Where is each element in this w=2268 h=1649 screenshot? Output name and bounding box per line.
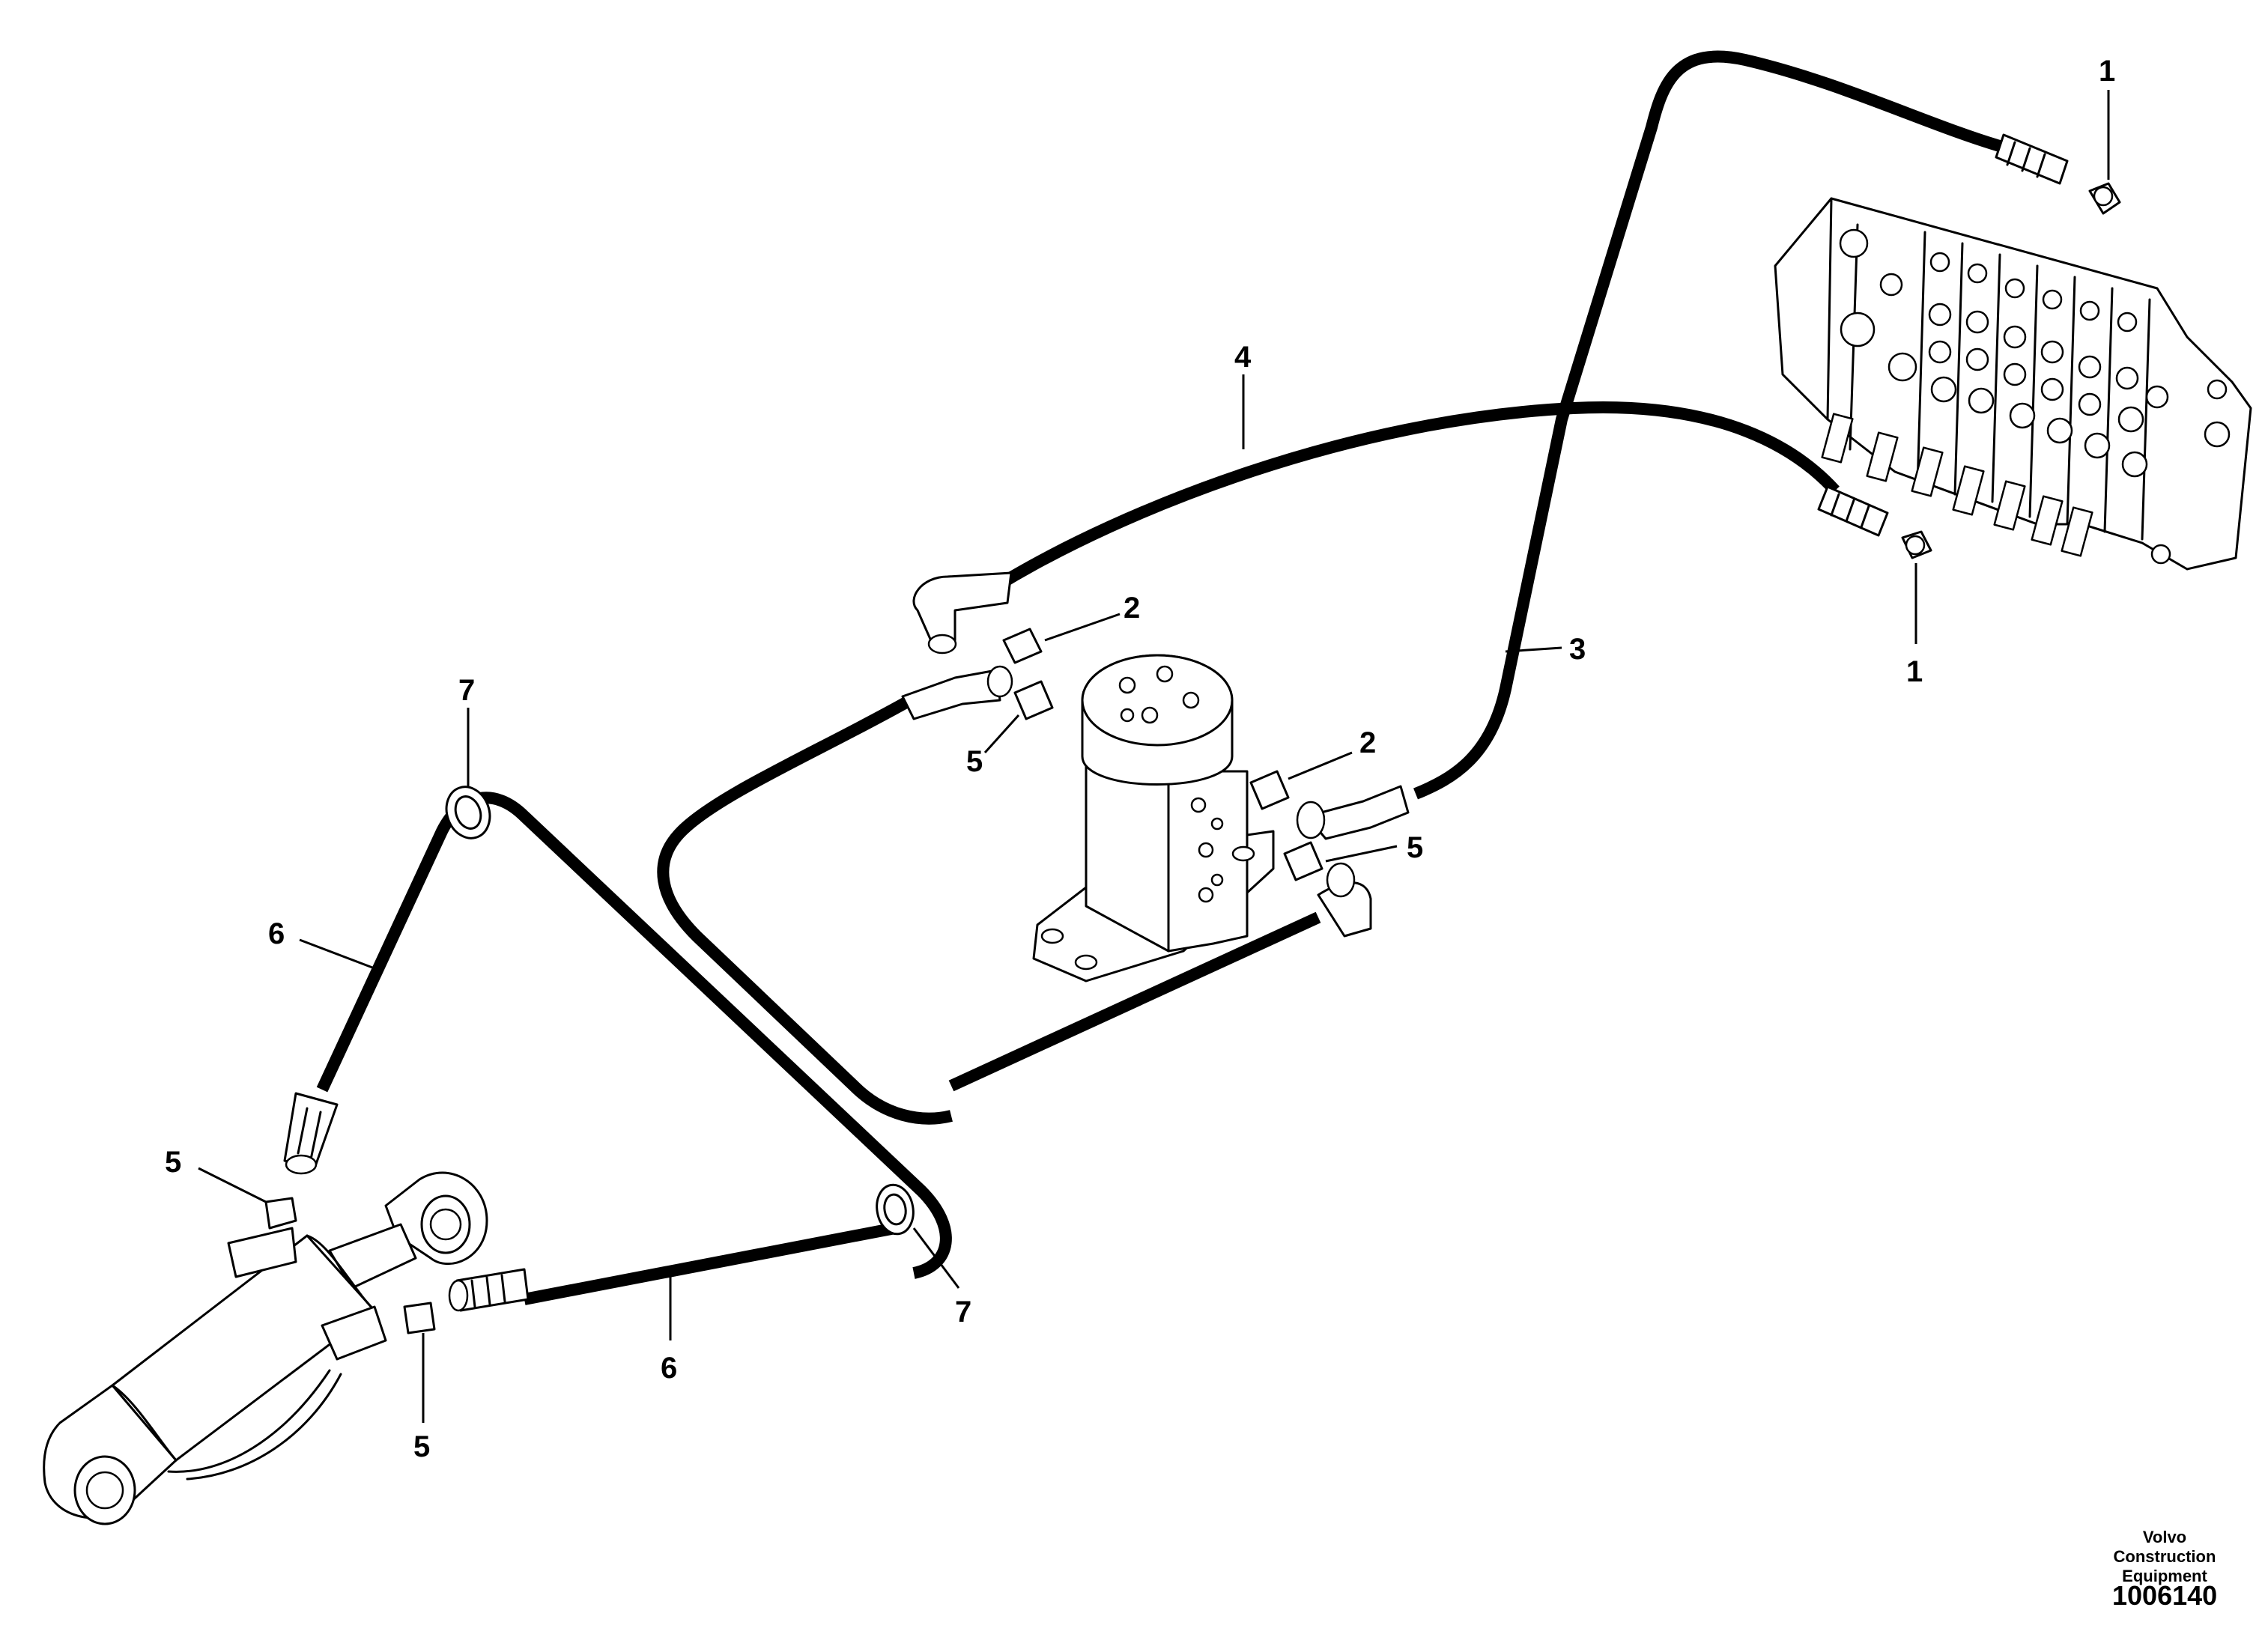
hose-fitting-6-lower bbox=[448, 1268, 530, 1312]
elbow-fitting-hose-3 bbox=[1296, 785, 1410, 840]
callout-3: 3 bbox=[1569, 633, 1586, 666]
hose-fitting-valve-upper bbox=[1995, 133, 2069, 185]
hose-fitting-valve-lower bbox=[1817, 485, 1889, 537]
adapter-5-upper bbox=[1013, 680, 1054, 720]
hose-swivel-lower bbox=[948, 911, 1321, 1092]
callout-4: 4 bbox=[1234, 341, 1252, 374]
brand-line-2: Equipment bbox=[2122, 1567, 2207, 1585]
callout-5-cyl-upper: 5 bbox=[165, 1146, 181, 1179]
hose-6-lower bbox=[523, 1222, 897, 1305]
adapter-5-cyl-lower bbox=[403, 1302, 436, 1334]
clamp-7-upper bbox=[445, 786, 491, 839]
adapter-2-upper bbox=[1002, 628, 1043, 664]
adapter-5-right bbox=[1283, 841, 1323, 881]
callout-labels: 1 1 2 2 3 4 5 5 5 5 6 6 7 7 bbox=[165, 55, 2115, 1463]
callout-6-left: 6 bbox=[268, 917, 285, 950]
hose-4 bbox=[996, 401, 1840, 589]
callout-2-upper: 2 bbox=[1124, 592, 1140, 625]
callout-1-upper: 1 bbox=[2099, 55, 2115, 88]
callout-5-swivel-left: 5 bbox=[966, 745, 983, 778]
elbow-fitting-loop bbox=[901, 665, 1013, 720]
elbow-fitting-hose-4 bbox=[912, 571, 1013, 655]
control-valve-block bbox=[1774, 197, 2252, 571]
callout-7-upper: 7 bbox=[458, 674, 475, 707]
callout-5-swivel-right: 5 bbox=[1407, 831, 1423, 864]
brand-label: Volvo Construction Equipment bbox=[2090, 1528, 2240, 1586]
hose-fitting-6-upper bbox=[283, 1092, 339, 1175]
adapter-5-cyl-upper bbox=[264, 1197, 297, 1230]
hydraulic-cylinder bbox=[43, 1171, 488, 1525]
document-number: 1006140 bbox=[2112, 1580, 2218, 1611]
brand-line-1: Volvo Construction bbox=[2113, 1528, 2216, 1566]
adapter-2-lower bbox=[1249, 770, 1290, 810]
callout-1-lower: 1 bbox=[1906, 655, 1923, 688]
callout-7-lower: 7 bbox=[955, 1296, 971, 1328]
hose-loop bbox=[657, 695, 953, 1125]
elbow-fitting-lower bbox=[1317, 862, 1372, 938]
hose-3 bbox=[1413, 50, 2010, 800]
adapter-1-upper bbox=[2088, 182, 2121, 215]
adapter-1-lower bbox=[1901, 530, 1932, 559]
swivel-joint bbox=[1032, 654, 1275, 983]
callout-5-cyl-lower: 5 bbox=[413, 1430, 430, 1463]
clamp-7-lower bbox=[876, 1183, 915, 1236]
callout-6-bottom: 6 bbox=[661, 1352, 677, 1385]
callout-leaders bbox=[198, 90, 2110, 1423]
callout-2-lower: 2 bbox=[1359, 726, 1376, 759]
